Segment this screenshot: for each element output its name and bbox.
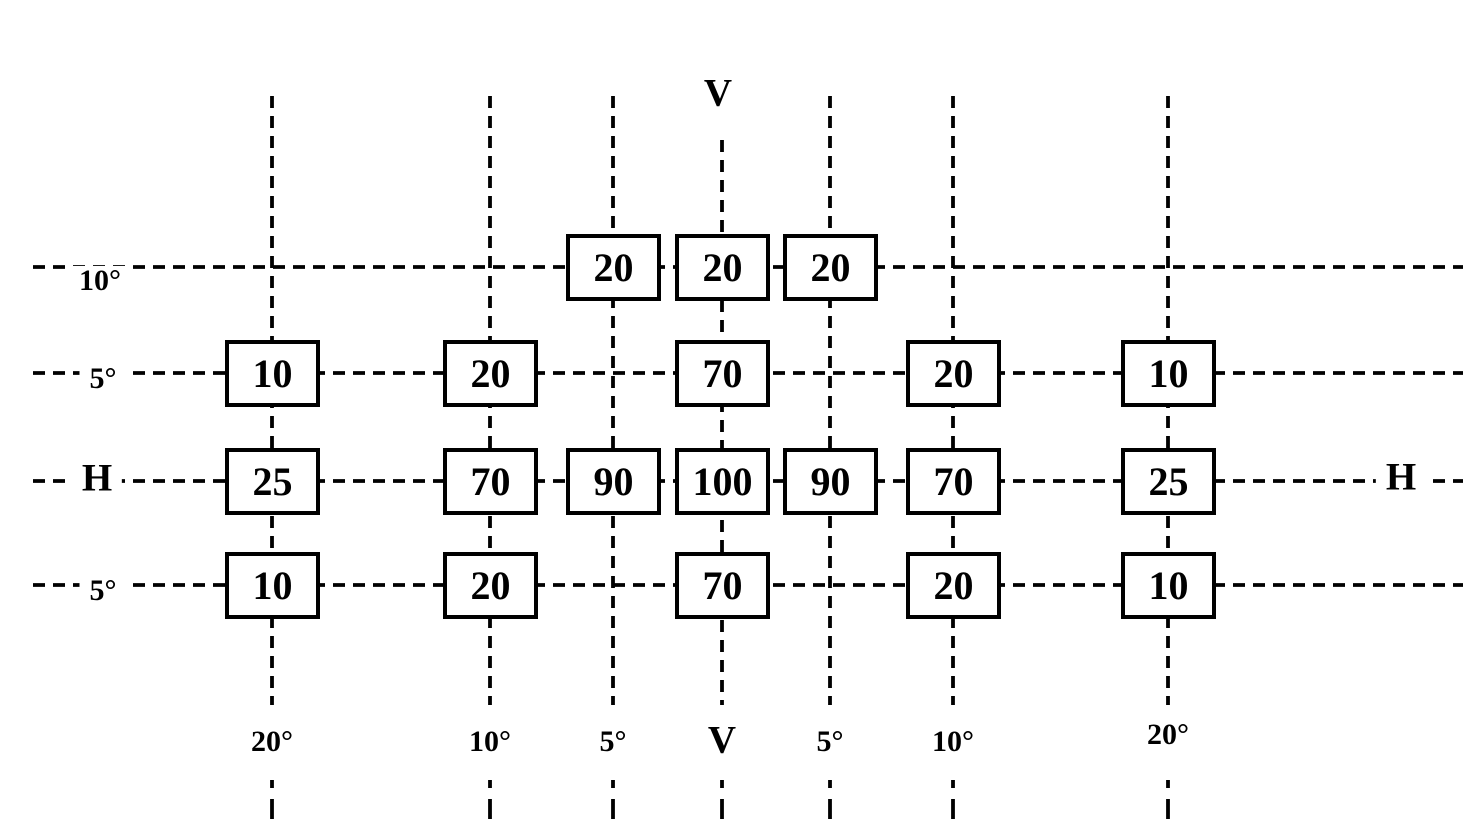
value-box: 70 <box>906 448 1001 515</box>
axis-label-v-bottom: V <box>707 718 737 762</box>
value-box: 20 <box>906 552 1001 619</box>
value-box: 20 <box>443 552 538 619</box>
axis-label-v-top: V <box>703 71 733 115</box>
col-label-5deg-right: 5° <box>816 725 844 758</box>
col-label-5deg-left: 5° <box>599 725 627 758</box>
value-box: 25 <box>1121 448 1216 515</box>
value-box: 70 <box>675 340 770 407</box>
col-label-20deg-left: 20° <box>251 725 293 758</box>
value-box: 90 <box>566 448 661 515</box>
value-box: 10 <box>1121 552 1216 619</box>
col-label-10deg-right: 10° <box>932 725 974 758</box>
row-label-5deg-lower: 5° <box>79 576 127 606</box>
col-label-10deg-left: 10° <box>469 725 511 758</box>
value-box: 90 <box>783 448 878 515</box>
value-box: 25 <box>225 448 320 515</box>
value-box: 10 <box>1121 340 1216 407</box>
value-box: 20 <box>783 234 878 301</box>
value-box: 70 <box>443 448 538 515</box>
value-box: 20 <box>906 340 1001 407</box>
col-label-20deg-right: 20° <box>1147 718 1189 751</box>
value-box: 100 <box>675 448 770 515</box>
value-box: 70 <box>675 552 770 619</box>
row-label-5deg-upper: 5° <box>79 364 127 394</box>
axis-label-h-left: H <box>71 458 123 498</box>
axis-label-h-right: H <box>1375 457 1427 497</box>
row-label-10deg: 10° <box>69 266 131 296</box>
value-box: 20 <box>443 340 538 407</box>
value-box: 20 <box>675 234 770 301</box>
value-box: 10 <box>225 340 320 407</box>
value-box: 20 <box>566 234 661 301</box>
value-box: 10 <box>225 552 320 619</box>
